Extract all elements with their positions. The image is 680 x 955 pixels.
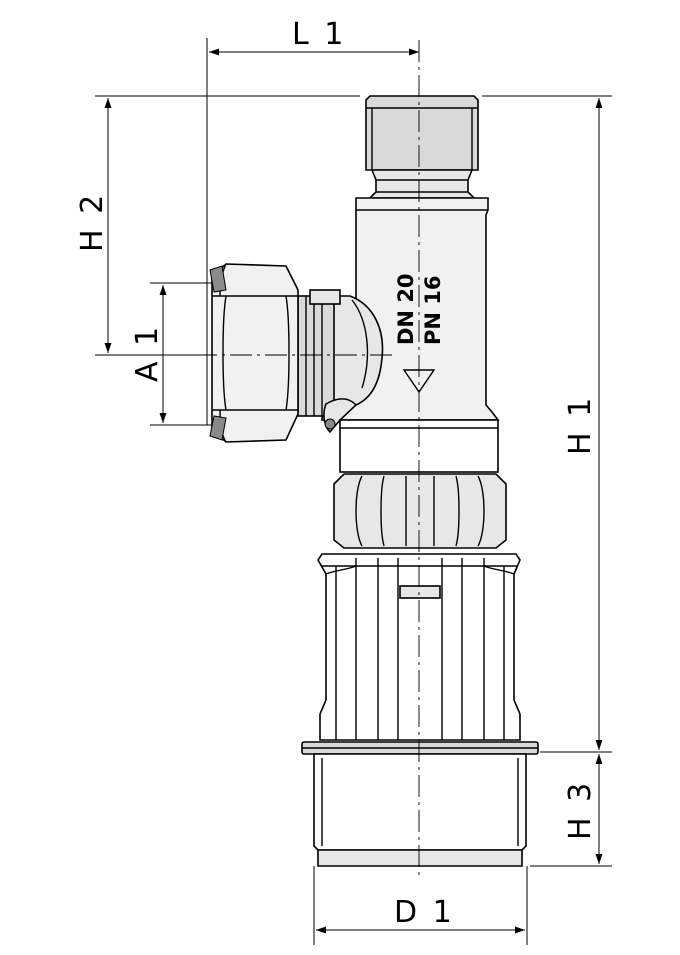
union-nut xyxy=(333,473,507,549)
center-lines xyxy=(195,40,420,880)
pipe-spigot xyxy=(313,753,527,867)
dimension-label-h2: H 2 xyxy=(75,192,110,252)
dimension-h1: H 1 xyxy=(482,95,612,753)
marking-pn: PN 16 xyxy=(421,275,445,345)
dimension-label-d1: D 1 xyxy=(394,895,455,930)
dimension-label-a1: A 1 xyxy=(130,324,165,382)
side-connection xyxy=(209,263,384,443)
dimension-d1: D 1 xyxy=(313,866,528,945)
top-connector xyxy=(365,95,479,199)
dimension-label-l1: L 1 xyxy=(292,17,346,52)
dimension-h3: H 3 xyxy=(530,754,612,867)
flange-rim xyxy=(301,741,539,755)
dimension-label-h3: H 3 xyxy=(563,780,598,840)
dimension-label-h1: H 1 xyxy=(563,395,598,455)
marking-dn: DN 20 xyxy=(394,273,418,345)
dimension-l1: L 1 xyxy=(206,17,419,425)
dimension-a1: A 1 xyxy=(130,282,215,426)
dimension-h2: H 2 xyxy=(75,95,360,356)
valve-drawing: DN 20 PN 16 xyxy=(209,95,539,867)
